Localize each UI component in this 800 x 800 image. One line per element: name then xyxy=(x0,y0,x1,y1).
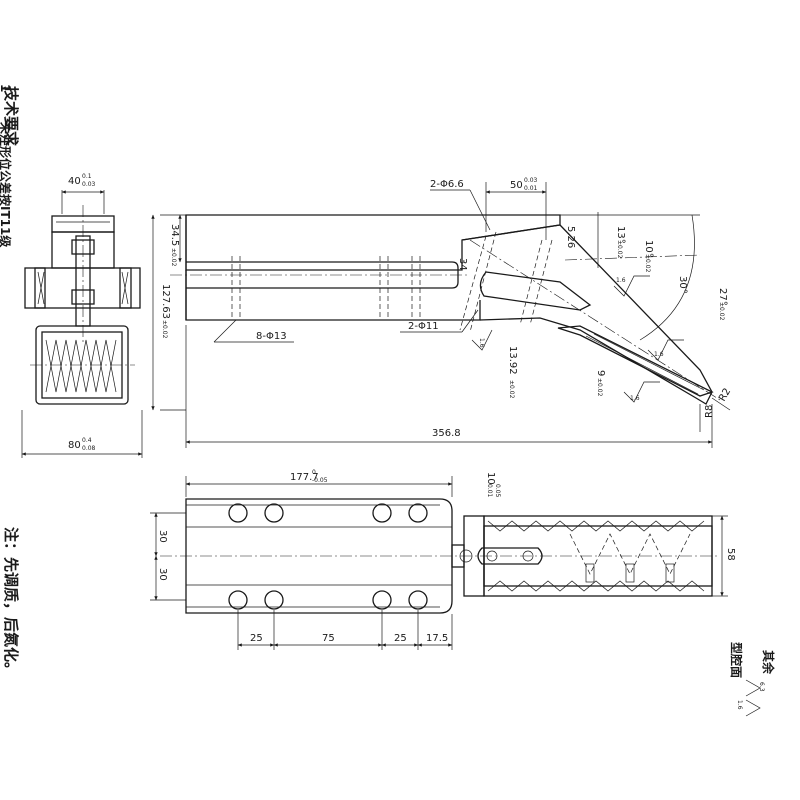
front-arm xyxy=(461,224,713,405)
top-view: 177.7 0 -0.05 10 0.05 0.01 30 30 58 25 7… xyxy=(150,469,736,650)
radius-r8: R8 xyxy=(704,405,715,418)
tol-lower: 0.01 xyxy=(524,185,538,192)
tol: ±0.02 xyxy=(161,320,168,339)
tol-upper: 0.1 xyxy=(82,173,92,180)
radius-r2: R2 xyxy=(717,386,733,403)
front-view: 127.63 ±0.02 34.5 ±0.02 356.8 2-Φ6.6 8-Φ… xyxy=(151,177,733,448)
tol-lower: 0.01 xyxy=(486,484,493,498)
dim-25-right: 25 xyxy=(394,633,407,644)
dim-50: 50 xyxy=(510,180,523,191)
dim-13-92: 13.92 xyxy=(507,346,518,375)
tech-item-number: 1 xyxy=(0,84,12,92)
roughness-other-value: 6.3 xyxy=(758,682,765,692)
roughness-symbol-d: 1.6 xyxy=(623,381,660,403)
dim-34-5: 34.5 xyxy=(169,224,180,246)
tol: ±0.02 xyxy=(596,378,603,397)
tol: ±0.02 xyxy=(508,380,515,399)
roughness-legend: 其余 型腔面 6.3 1.6 xyxy=(729,642,776,717)
roughness-value: 1.6 xyxy=(616,277,626,284)
dim-58: 58 xyxy=(725,548,736,561)
dim-75: 75 xyxy=(322,633,335,644)
dim-width-40: 40 xyxy=(68,176,81,187)
angle-30: 30° xyxy=(677,276,688,294)
cavity-surface-label: 型腔面 xyxy=(729,642,744,678)
dim-bottom-80: 80 xyxy=(68,440,81,451)
tol-upper: 0 xyxy=(312,469,316,476)
tol: ±0.02 xyxy=(616,240,623,259)
tol-lower: 0.03 xyxy=(82,181,96,188)
roughness-value: 1.6 xyxy=(478,338,485,348)
dim-9: 9 xyxy=(595,370,606,376)
roughness-surface-value: 1.6 xyxy=(736,700,743,710)
dim-30-lower: 30 xyxy=(157,568,168,581)
roughness-value: 1.6 xyxy=(630,395,640,402)
callout-8-phi-13: 8-Φ13 xyxy=(256,331,287,342)
callout-2-phi-6-6: 2-Φ6.6 xyxy=(430,179,464,190)
tech-item-text: 未注形位公差按IT11级 xyxy=(0,121,13,247)
tol-upper: 0.03 xyxy=(524,177,538,184)
angle-13: 13° xyxy=(615,226,626,244)
dim-17-5: 17.5 xyxy=(426,633,448,644)
tol: ±0.02 xyxy=(170,248,177,267)
tol-lower: -0.05 xyxy=(312,477,328,484)
spring-housing xyxy=(483,515,713,597)
angle-27: 27° xyxy=(717,288,728,306)
technical-requirements: 技术要求 1 未注形位公差按IT11级 xyxy=(0,84,20,247)
tol: ±0.02 xyxy=(718,302,725,321)
dim-10: 10 xyxy=(485,472,496,485)
angle-10: 10° xyxy=(643,240,654,258)
left-side-view: 40 0.1 0.03 80 0.4 0.08 xyxy=(21,173,143,458)
tol-lower: 0.08 xyxy=(82,445,96,452)
dim-overall-length: 356.8 xyxy=(432,428,461,439)
dim-30-upper: 30 xyxy=(157,530,168,543)
bolt-holes xyxy=(228,503,428,610)
dim-5-26: 5.26 xyxy=(565,226,576,248)
dim-177-7: 177.7 xyxy=(290,472,319,483)
dim-127-63: 127.63 xyxy=(160,284,171,319)
callout-2-phi-11: 2-Φ11 xyxy=(408,321,439,332)
roughness-symbol-c: 1.6 xyxy=(647,339,684,361)
heat-treatment-note: 注：先调质，后氮化。 xyxy=(2,527,20,677)
roughness-symbol-b: 1.6 xyxy=(471,329,493,351)
dim-25-left: 25 xyxy=(250,633,263,644)
roughness-symbol-a: 1.6 xyxy=(613,275,650,297)
other-surfaces-label: 其余 xyxy=(761,650,776,675)
dim-34: 34 xyxy=(457,258,468,271)
top-body-outline xyxy=(185,498,453,614)
tol: ±0.02 xyxy=(644,254,651,273)
tol-upper: 0.4 xyxy=(82,437,92,444)
tol-upper: 0.05 xyxy=(494,484,501,498)
tech-requirements-title: 技术要求 xyxy=(2,86,20,147)
roughness-value: 1.6 xyxy=(654,351,664,358)
